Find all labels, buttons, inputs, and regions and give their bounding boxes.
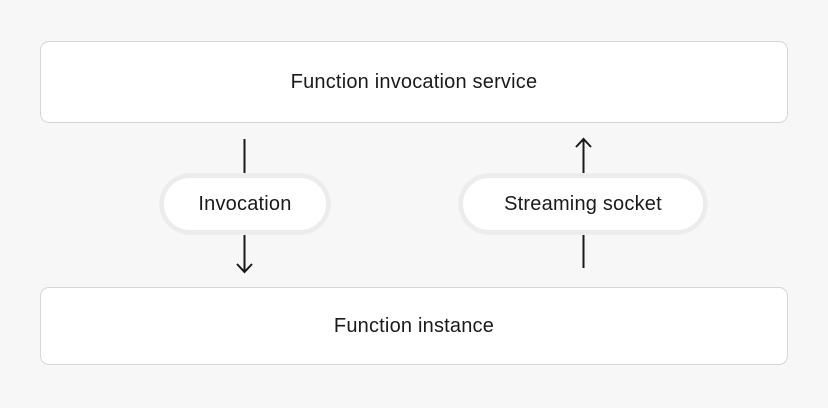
node-function-invocation-service: Function invocation service (40, 41, 788, 123)
edge-label-invocation: Invocation (160, 174, 330, 234)
edge-label-streaming-socket: Streaming socket (459, 174, 707, 234)
node-label: Function instance (333, 314, 495, 337)
node-label: Function invocation service (290, 70, 538, 93)
arrow-down-icon (236, 263, 253, 274)
edge-label-text: Invocation (198, 192, 292, 215)
arrow-up-icon (575, 137, 592, 148)
node-function-instance: Function instance (40, 287, 788, 365)
edge-label-text: Streaming socket (504, 192, 662, 215)
